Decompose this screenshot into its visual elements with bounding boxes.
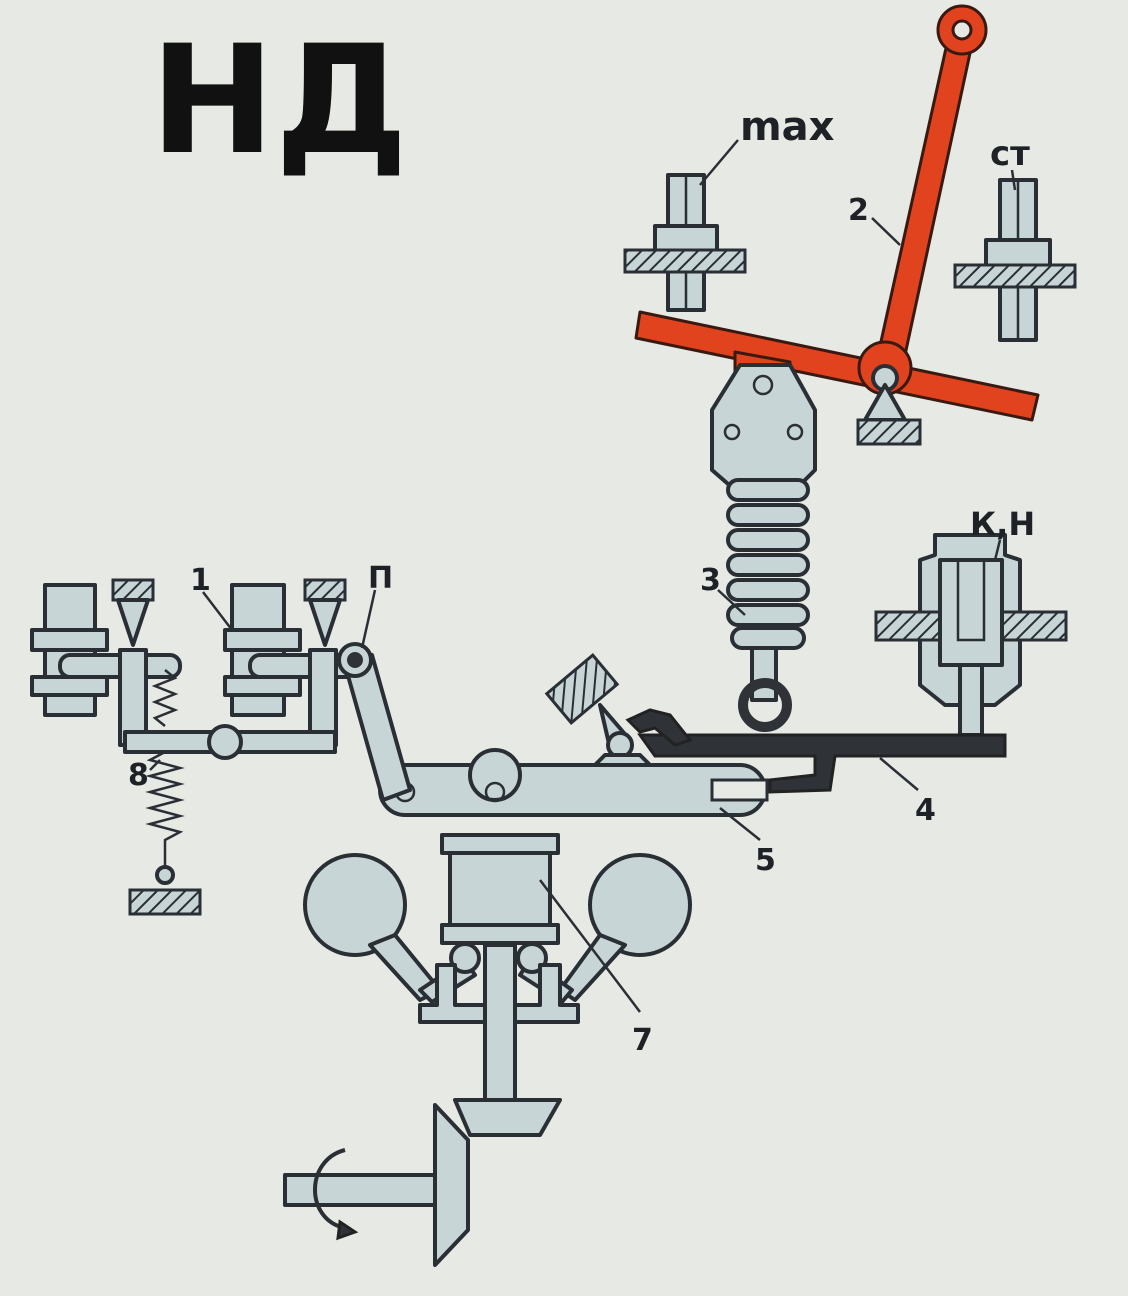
drive-shaft: [283, 943, 562, 1267]
lever-pivot-support: [856, 364, 922, 446]
label-1: 1: [190, 563, 211, 598]
label-7: 7: [632, 1023, 653, 1058]
label-8: 8: [128, 758, 149, 793]
lever-stop: [544, 653, 652, 767]
max-stop-screw: [623, 173, 747, 312]
start-stop-screw: [953, 178, 1077, 342]
leader-lines: [149, 139, 1017, 1013]
label-kn: К,Н: [970, 505, 1035, 543]
label-4: 4: [915, 793, 936, 828]
diagram-title: НД: [150, 14, 408, 188]
lever-4: [625, 708, 1007, 794]
lever-5: [378, 748, 769, 817]
label-5: 5: [755, 843, 776, 878]
label-st: ст: [990, 134, 1030, 174]
label-2: 2: [848, 193, 869, 228]
label-max: max: [740, 104, 835, 150]
label-p: П: [368, 561, 393, 596]
nozzle-kn: [874, 533, 1068, 737]
label-3: 3: [700, 563, 721, 598]
left-linkage: [30, 578, 412, 916]
spring-3-assembly: [710, 363, 817, 732]
